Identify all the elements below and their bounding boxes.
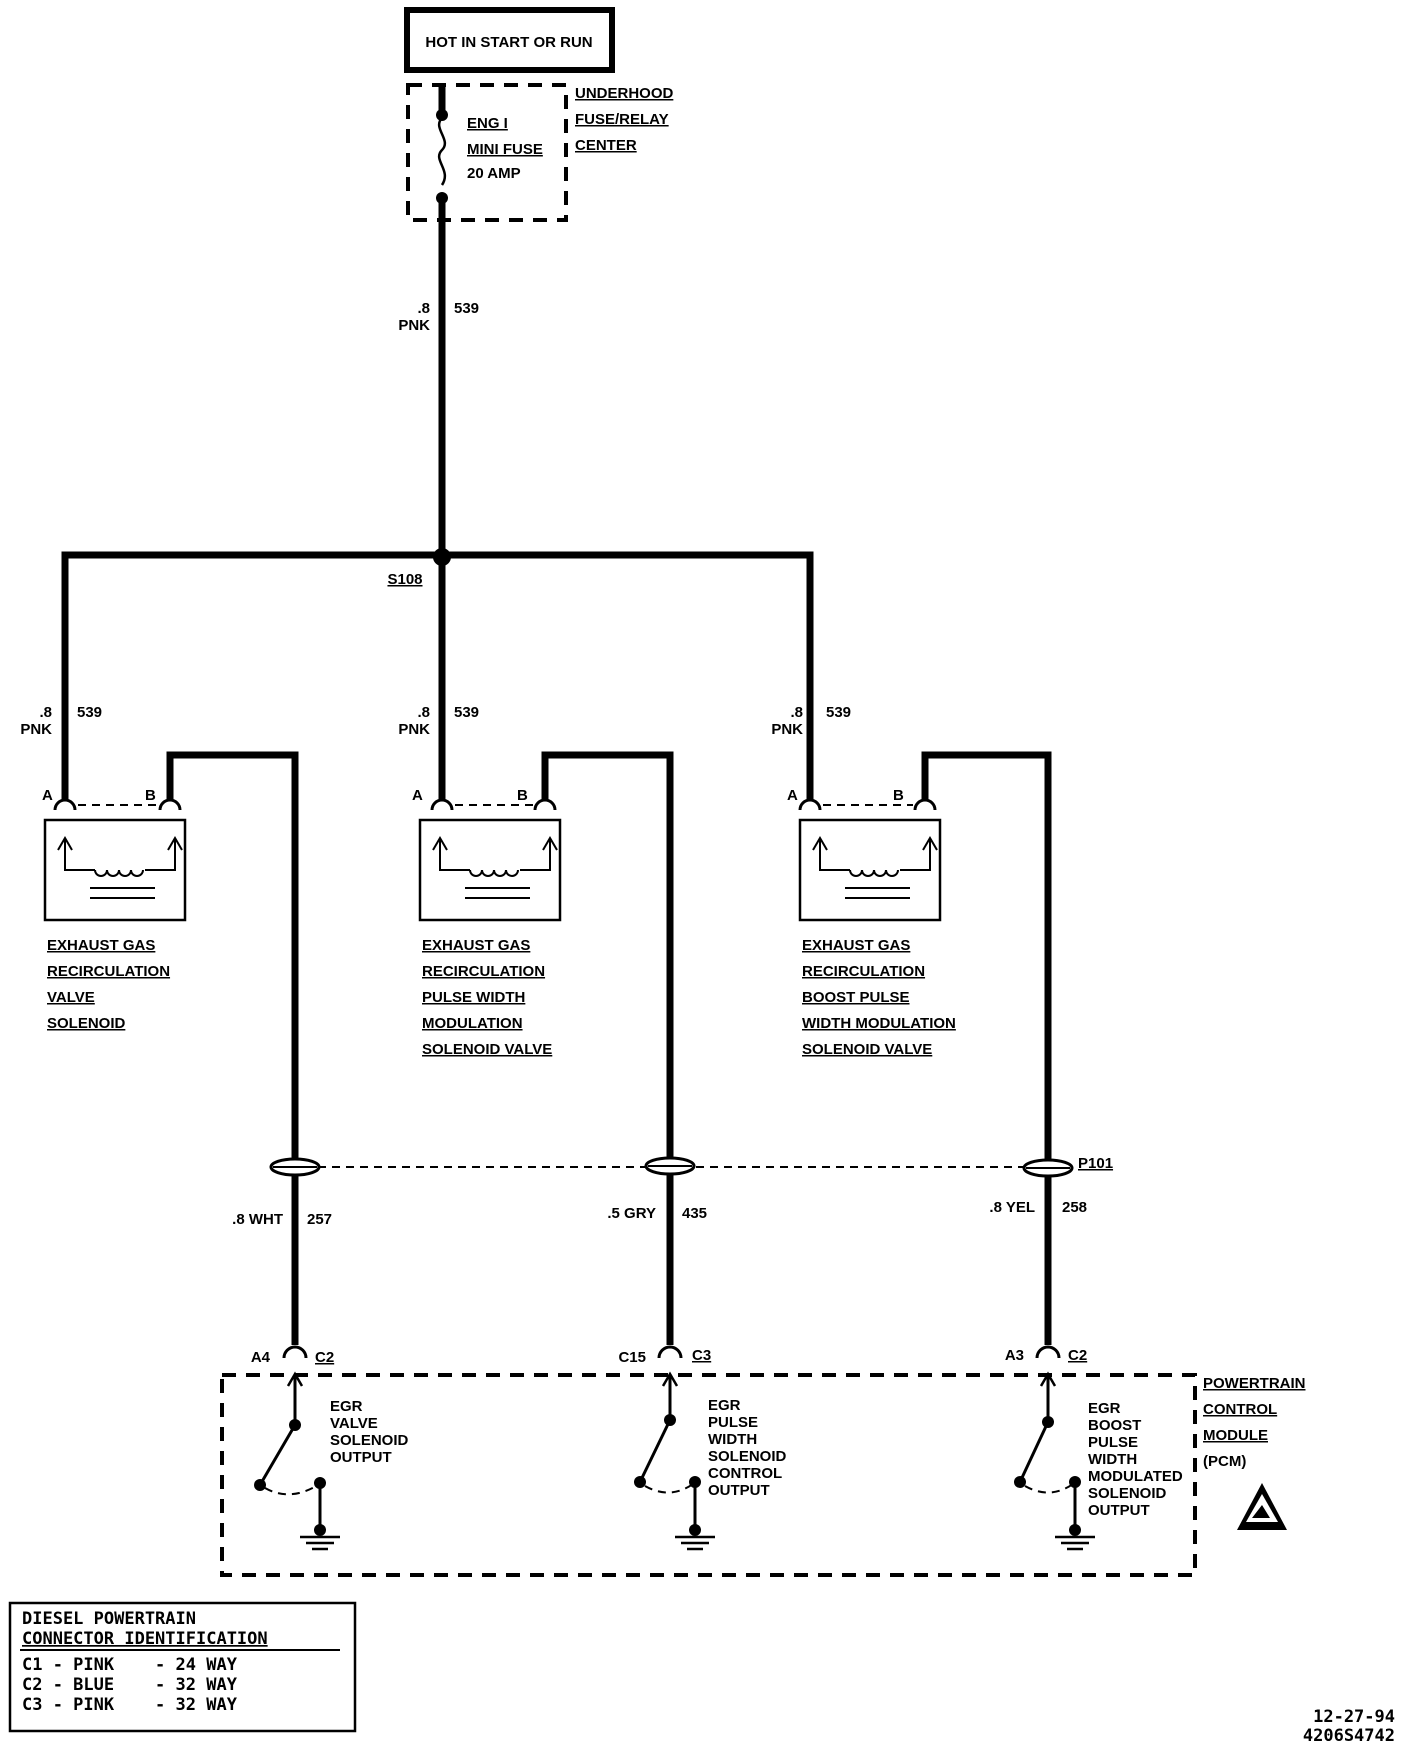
feed-wire-gauge: .8 (417, 300, 430, 317)
svg-text:(PCM): (PCM) (1203, 1453, 1246, 1470)
svg-text:539: 539 (826, 704, 851, 721)
svg-text:CONTROL: CONTROL (1203, 1401, 1277, 1418)
svg-text:PNK: PNK (771, 721, 803, 738)
svg-text:POWERTRAIN: POWERTRAIN (1203, 1375, 1306, 1392)
svg-text:A4: A4 (251, 1349, 271, 1366)
svg-text:RECIRCULATION: RECIRCULATION (47, 963, 170, 980)
svg-text:PNK: PNK (398, 721, 430, 738)
svg-text:258: 258 (1062, 1199, 1087, 1216)
svg-text:SOLENOID: SOLENOID (330, 1432, 409, 1449)
svg-text:PULSE: PULSE (1088, 1434, 1138, 1451)
pcm-channel-3: A3 C2 EGR BOOST PULSE WIDTH MODULATED SO… (1005, 1345, 1183, 1551)
svg-text:B: B (145, 787, 156, 804)
svg-text:WIDTH: WIDTH (1088, 1451, 1137, 1468)
pcm-channel-2: C15 C3 EGR PULSE WIDTH SOLENOID CONTROL … (618, 1345, 787, 1551)
svg-text:A: A (787, 787, 798, 804)
svg-text:OUTPUT: OUTPUT (330, 1449, 392, 1466)
svg-text:RECIRCULATION: RECIRCULATION (422, 963, 545, 980)
svg-text:EXHAUST GAS: EXHAUST GAS (47, 937, 155, 954)
power-source-box: HOT IN START OR RUN (404, 7, 615, 73)
svg-text:EGR: EGR (708, 1397, 741, 1414)
svg-text:SOLENOID: SOLENOID (708, 1448, 787, 1465)
esd-warning-icon (1237, 1483, 1287, 1530)
svg-text:MODULE: MODULE (1203, 1427, 1268, 1444)
footer-code: 4206S4742 (1303, 1726, 1395, 1746)
fuse-box: ENG I MINI FUSE 20 AMP UNDERHOOD FUSE/RE… (406, 83, 674, 222)
svg-text:SOLENOID VALVE: SOLENOID VALVE (422, 1041, 552, 1058)
solenoid-2: .8 PNK 539 A B EXHAUST GAS RECIRCULATION… (398, 704, 707, 1345)
fuse-location-2: FUSE/RELAY (575, 111, 669, 128)
feed-wire-circuit: 539 (454, 300, 479, 317)
fuse-location-3: CENTER (575, 137, 637, 154)
svg-text:EXHAUST GAS: EXHAUST GAS (802, 937, 910, 954)
fuse-name: ENG I (467, 115, 508, 132)
svg-text:WIDTH: WIDTH (708, 1431, 757, 1448)
svg-text:DIESEL POWERTRAIN: DIESEL POWERTRAIN (22, 1609, 196, 1629)
svg-text:C3 - PINK - 32 WAY: C3 - PINK - 32 WAY (22, 1695, 238, 1715)
svg-text:PNK: PNK (20, 721, 52, 738)
svg-text:257: 257 (307, 1211, 332, 1228)
svg-text:BOOST PULSE: BOOST PULSE (802, 989, 910, 1006)
svg-text:C2 - BLUE - 32 WAY: C2 - BLUE - 32 WAY (22, 1675, 238, 1695)
fuse-rating: 20 AMP (467, 165, 521, 182)
svg-text:CONNECTOR IDENTIFICATION: CONNECTOR IDENTIFICATION (22, 1629, 268, 1649)
svg-text:EGR: EGR (330, 1398, 363, 1415)
svg-text:539: 539 (77, 704, 102, 721)
pcm-channel-1: A4 C2 EGR VALVE SOLENOID OUTPUT (251, 1345, 409, 1551)
splice-label: S108 (387, 571, 422, 588)
svg-text:RECIRCULATION: RECIRCULATION (802, 963, 925, 980)
svg-text:C3: C3 (692, 1347, 711, 1364)
svg-text:A3: A3 (1005, 1347, 1024, 1364)
connector-legend: DIESEL POWERTRAIN CONNECTOR IDENTIFICATI… (8, 1601, 357, 1733)
solenoid-3: .8 PNK 539 A B EXHAUST GAS RECIRCULATION… (771, 704, 1087, 1345)
svg-text:SOLENOID: SOLENOID (1088, 1485, 1167, 1502)
svg-text:B: B (893, 787, 904, 804)
svg-text:SOLENOID VALVE: SOLENOID VALVE (802, 1041, 932, 1058)
solenoid-1: .8 PNK 539 A B EXHAUST GAS RECIRCULATION… (20, 704, 332, 1345)
feed-wire-color: PNK (398, 317, 430, 334)
svg-text:WIDTH MODULATION: WIDTH MODULATION (802, 1015, 956, 1032)
svg-text:C15: C15 (618, 1349, 646, 1366)
svg-text:A: A (412, 787, 423, 804)
fuse-location-1: UNDERHOOD (575, 85, 674, 102)
svg-text:.8: .8 (417, 704, 430, 721)
svg-text:MODULATED: MODULATED (1088, 1468, 1183, 1485)
svg-text:C1 - PINK - 24 WAY: C1 - PINK - 24 WAY (22, 1655, 238, 1675)
connector-label: P101 (1078, 1155, 1113, 1172)
svg-text:VALVE: VALVE (330, 1415, 378, 1432)
svg-text:.5 GRY: .5 GRY (607, 1205, 656, 1222)
svg-text:EXHAUST GAS: EXHAUST GAS (422, 937, 530, 954)
svg-text:.8 YEL: .8 YEL (989, 1199, 1035, 1216)
svg-text:VALVE: VALVE (47, 989, 95, 1006)
svg-text:B: B (517, 787, 528, 804)
svg-text:539: 539 (454, 704, 479, 721)
svg-text:A: A (42, 787, 53, 804)
svg-text:.8: .8 (790, 704, 803, 721)
splice-dot (433, 548, 451, 566)
fuse-type: MINI FUSE (467, 141, 543, 158)
footer-date: 12-27-94 (1313, 1707, 1395, 1727)
power-source-label: HOT IN START OR RUN (425, 34, 592, 51)
svg-text:C2: C2 (1068, 1347, 1087, 1364)
svg-text:CONTROL: CONTROL (708, 1465, 782, 1482)
svg-text:.8 WHT: .8 WHT (232, 1211, 283, 1228)
svg-text:.8: .8 (39, 704, 52, 721)
svg-text:OUTPUT: OUTPUT (1088, 1502, 1150, 1519)
splice-bus (61, 551, 814, 800)
svg-text:BOOST: BOOST (1088, 1417, 1141, 1434)
svg-text:SOLENOID: SOLENOID (47, 1015, 126, 1032)
connector-p101: P101 (269, 1155, 1113, 1178)
pcm-box: POWERTRAIN CONTROL MODULE (PCM) (220, 1373, 1306, 1577)
svg-text:OUTPUT: OUTPUT (708, 1482, 770, 1499)
svg-text:MODULATION: MODULATION (422, 1015, 523, 1032)
svg-text:PULSE: PULSE (708, 1414, 758, 1431)
svg-text:435: 435 (682, 1205, 707, 1222)
svg-text:EGR: EGR (1088, 1400, 1121, 1417)
svg-text:C2: C2 (315, 1349, 334, 1366)
svg-text:PULSE WIDTH: PULSE WIDTH (422, 989, 525, 1006)
